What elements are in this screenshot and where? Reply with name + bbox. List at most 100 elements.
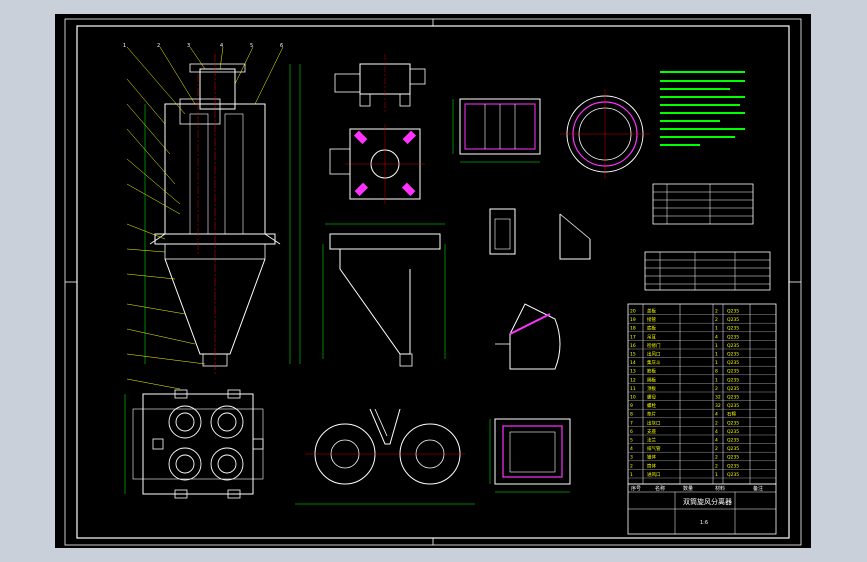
bom-cell: 隔板	[647, 376, 656, 383]
bom-cell: Q235	[727, 438, 739, 444]
bom-cell: 吊耳	[647, 334, 656, 340]
bom-cell: Q235	[727, 377, 739, 383]
bom-header-cell: 备注	[753, 485, 763, 492]
bom-cell: Q235	[727, 343, 739, 349]
svg-text:6: 6	[280, 43, 283, 49]
bom-cell: 2	[715, 463, 718, 469]
bom-cell: Q235	[727, 309, 739, 315]
drawing-scale: 1:6	[700, 520, 708, 526]
svg-text:4: 4	[220, 43, 223, 49]
technical-notes	[660, 71, 745, 146]
bom-cell: Q235	[727, 420, 739, 426]
bom-cell: 4	[630, 446, 633, 452]
bom-cell: 10	[630, 395, 636, 401]
bracket-detail	[489, 208, 591, 260]
bom-cell: 筋板	[647, 368, 656, 375]
bom-cell: Q235	[727, 334, 739, 340]
bom-cell: 1	[715, 352, 718, 358]
bom-cell: 1	[715, 472, 718, 478]
bom-cell: 1	[630, 472, 633, 478]
bom-cell: 32	[715, 395, 721, 401]
bom-cell: Q235	[727, 369, 739, 375]
bom-cell: Q235	[727, 429, 739, 435]
hopper-view	[322, 223, 446, 367]
bom-cell: 4	[715, 438, 718, 444]
round-flange	[560, 89, 650, 179]
bom-cell: Q235	[727, 326, 739, 332]
bottom-plan-view	[124, 389, 264, 499]
bom-cell: 12	[630, 377, 636, 383]
flange-section	[452, 98, 541, 163]
bom-cell: 32	[715, 403, 721, 409]
front-view: 1 2 3 4 5 6	[123, 43, 301, 390]
bom-cell: 锥体	[647, 454, 656, 461]
bom-cell: 4	[715, 412, 718, 418]
bom-cell: Q235	[727, 446, 739, 452]
bom-cell: 16	[630, 343, 636, 349]
bom-cell: 盖板	[647, 308, 656, 315]
bom-cell: 顶板	[647, 385, 656, 392]
bom-cell: 8	[715, 369, 718, 375]
bom-cell: Q235	[727, 352, 739, 358]
drawing-title: 双筒旋风分离器	[683, 497, 732, 506]
bom-cell: 2	[715, 309, 718, 315]
bom-cell: 出风口	[647, 351, 661, 358]
bom-header-cell: 名称	[655, 485, 665, 492]
bom-cell: 1	[715, 343, 718, 349]
svg-text:2: 2	[157, 43, 160, 49]
bom-cell: Q235	[727, 317, 739, 323]
bom-cell: 底板	[647, 325, 656, 332]
bom-cell: 检修门	[647, 342, 661, 349]
bom-cell: 出灰口	[647, 419, 661, 426]
bom-header-cell: 材料	[715, 485, 725, 492]
bom-cell: Q235	[727, 472, 739, 478]
drawing-border	[76, 25, 790, 539]
bom-cell: 4	[715, 429, 718, 435]
bom-cell: 石棉	[727, 411, 736, 418]
bom-cell: 17	[630, 334, 636, 340]
param-table-2	[644, 251, 771, 291]
bom-cell: 排气管	[647, 445, 661, 452]
param-table-1	[652, 183, 754, 225]
svg-text:1: 1	[123, 43, 126, 49]
bom-cell: 2	[715, 455, 718, 461]
square-flange	[489, 418, 571, 493]
bom-cell: 2	[715, 386, 718, 392]
bom-cell: 13	[630, 369, 636, 375]
bom-cell: 垫片	[647, 411, 656, 418]
bom-cell: 11	[630, 386, 636, 392]
bom-header-cell: 数量	[683, 485, 693, 492]
bom-cell: 9	[630, 403, 633, 409]
bom-cell: 2	[715, 446, 718, 452]
bom-cell: 1	[715, 377, 718, 383]
bom-cell: Q235	[727, 455, 739, 461]
bom-cell: 螺栓	[647, 402, 656, 409]
side-view-top	[334, 54, 426, 114]
bom-cell: 6	[630, 429, 633, 435]
bom-cell: 法兰	[647, 437, 656, 444]
title-block: 双筒旋风分离器 1:6 序号 名称 数量 材料 备注	[627, 483, 777, 535]
bom-cell: 支座	[647, 428, 656, 435]
bom-cell: 2	[715, 317, 718, 323]
bom-cell: 接管	[647, 316, 656, 323]
svg-text:5: 5	[250, 43, 253, 49]
bom-cell: 14	[630, 360, 636, 366]
bom-cell: 进风口	[647, 471, 661, 478]
elbow-detail	[495, 303, 561, 370]
bom-cell: Q235	[727, 360, 739, 366]
bom-cell: 2	[630, 463, 633, 469]
bom-cell: 4	[715, 334, 718, 340]
bom-cell: 8	[630, 412, 633, 418]
bom-cell: 1	[715, 360, 718, 366]
bom-cell: 7	[630, 420, 633, 426]
bom-header-cell: 序号	[631, 485, 641, 492]
bom-cell: Q235	[727, 386, 739, 392]
svg-text:3: 3	[187, 43, 190, 49]
bom-cell: 3	[630, 455, 633, 461]
volute-view	[295, 408, 475, 505]
bom-cell: 18	[630, 326, 636, 332]
bom-cell: Q235	[727, 403, 739, 409]
